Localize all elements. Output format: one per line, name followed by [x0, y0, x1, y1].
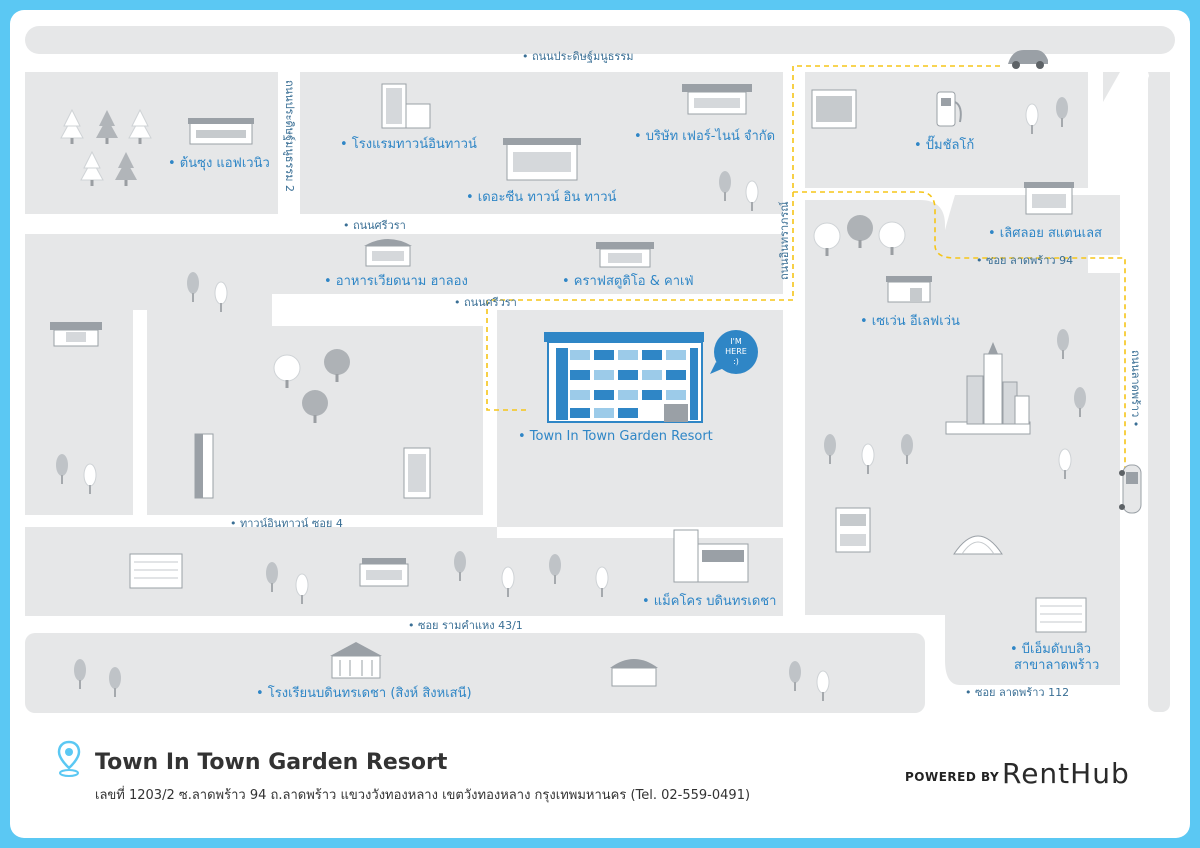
- stainless-shop-icon: [1024, 182, 1074, 215]
- map-frame: • ถนนประดิษฐ์มนูธรรม ถนนประดิษฐ์มนูธรรม …: [10, 10, 1190, 838]
- hotel-towninn-building-icon: [381, 83, 431, 129]
- tower-icon: [194, 433, 214, 499]
- car-vertical-icon: [1119, 464, 1142, 514]
- greenhouse-icon: [953, 535, 1003, 555]
- road-label-left-vertical: ถนนประดิษฐ์มนูธรรม 2: [283, 80, 296, 192]
- seven-eleven-icon: [886, 276, 932, 303]
- bmw-building-icon: [1035, 597, 1087, 633]
- location-pin-icon: [57, 740, 81, 777]
- house-icon: [359, 558, 409, 587]
- car-icon: [1008, 50, 1048, 69]
- label-seven: • เซเว่น อีเลฟเว่น: [860, 313, 960, 329]
- place-labels: • ต้นซุง แอฟเวนิว • โรงแรมทาวน์อินทาวน์ …: [168, 128, 1102, 701]
- badge-line-2: HERE: [725, 347, 747, 356]
- forefine-building-icon: [682, 84, 752, 115]
- label-resort: • Town In Town Garden Resort: [518, 429, 713, 444]
- label-tonchung: • ต้นซุง แอฟเวนิว: [168, 156, 270, 171]
- buildings: [50, 83, 1087, 687]
- warehouse-icon: [129, 553, 183, 589]
- label-school: • โรงเรียนบดินทรเดชา (สิงห์ สิงหเสนี): [256, 685, 472, 701]
- renthub-logo[interactable]: RentHub: [1002, 757, 1130, 790]
- office-building-icon: [811, 89, 857, 129]
- resort-building-icon: [544, 332, 704, 423]
- label-bmw-line-1: • บีเอ็มดับบลิว: [1010, 639, 1091, 657]
- label-vietnam: • อาหารเวียดนาม ฮาลอง: [324, 273, 468, 289]
- road-label-sriwara-2: • ถนนศรีวรา: [454, 296, 517, 309]
- shophouse-icon: [835, 507, 871, 553]
- powered-by-text: POWERED BY: [905, 770, 1000, 784]
- map-canvas: • ถนนประดิษฐ์มนูธรรม ถนนประดิษฐ์มนูธรรม …: [25, 26, 1175, 713]
- badge-line-3: :): [733, 357, 739, 366]
- makro-building-icon: [673, 529, 749, 583]
- label-hotel-towninn: • โรงแรมทาวน์อินทาวน์: [340, 136, 477, 152]
- road-label-mid-vertical: ถนนอินทราภรณ์: [778, 201, 791, 280]
- label-craft: • คราฟสตูดิโอ & คาเฟ่: [562, 273, 694, 289]
- road-label-top: • ถนนประดิษฐ์มนูธรรม: [522, 50, 634, 63]
- footer-title: Town In Town Garden Resort: [95, 750, 448, 775]
- label-bmw-line-2: สาขาลาดพร้าว: [1014, 658, 1099, 673]
- skyscraper-icon: [945, 342, 1031, 435]
- market-hall-icon: [610, 659, 658, 687]
- craft-cafe-icon: [596, 242, 654, 268]
- thezine-building-icon: [503, 138, 581, 181]
- road-label-sriwara-1: • ถนนศรีวรา: [343, 219, 406, 232]
- route-line: [486, 65, 1126, 480]
- label-ptt: • ปั๊มชัลโก้: [914, 135, 974, 153]
- school-building-icon: [330, 642, 382, 679]
- vietnam-restaurant-icon: [364, 239, 412, 267]
- road-label-soi-112: • ซอย ลาดพร้าว 112: [965, 686, 1069, 699]
- label-makro: • แม็คโคร บดินทรเดชา: [642, 591, 776, 609]
- im-here-badge: I'M HERE :): [710, 330, 758, 374]
- gas-station-icon: [936, 91, 962, 127]
- apartment-icon: [403, 447, 431, 499]
- pavilion-icon: [50, 322, 102, 347]
- tonchung-building-icon: [188, 118, 254, 145]
- badge-line-1: I'M: [730, 337, 742, 346]
- road-label-soi-4: • ทาวน์อินทาวน์ ซอย 4: [230, 517, 343, 530]
- road-label-soi-94: • ซอย ลาดพร้าว 94: [976, 254, 1073, 267]
- label-stainless: • เลิศลอย สแตนเลส: [988, 226, 1102, 241]
- road-label-lat-phrao: ถนนลาดพร้าว •: [1129, 350, 1142, 427]
- road-label-ramkhamhaeng: • ซอย รามคำแหง 43/1: [408, 619, 523, 632]
- road-labels: • ถนนประดิษฐ์มนูธรรม ถนนประดิษฐ์มนูธรรม …: [230, 50, 1142, 699]
- label-thezine: • เดอะซีน ทาวน์ อิน ทาวน์: [466, 189, 617, 205]
- label-forefine: • บริษัท เฟอร์-ไนน์ จำกัด: [634, 128, 775, 144]
- footer-address: เลขที่ 1203/2 ซ.ลาดพร้าว 94 ถ.ลาดพร้าว แ…: [95, 788, 751, 803]
